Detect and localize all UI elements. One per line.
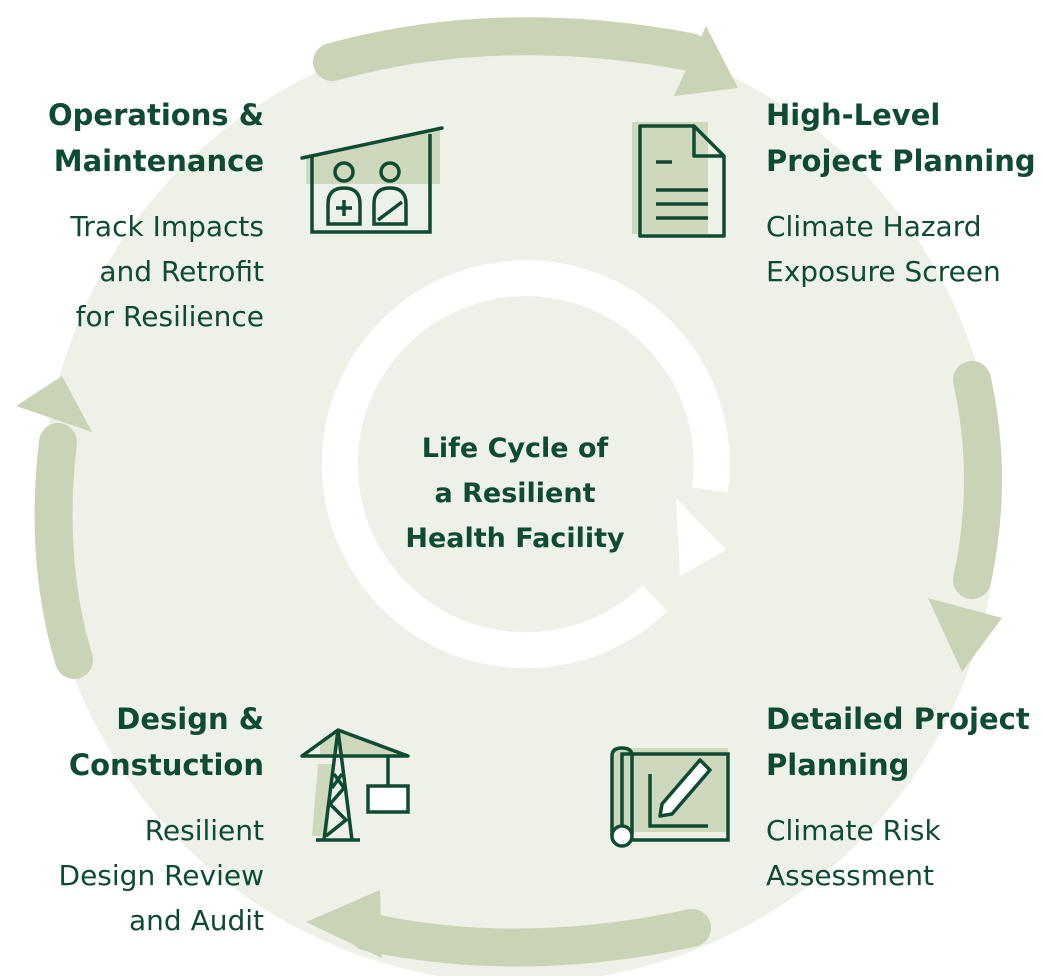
detailed-title-line-2: Planning — [766, 748, 910, 782]
outer-arrowheads — [16, 26, 1002, 958]
center-title-line-2: a Resilient — [434, 478, 596, 509]
detailed-desc-line-2: Assessment — [766, 859, 934, 892]
arrowhead-bottom — [306, 890, 382, 958]
blueprint-pencil-icon — [610, 746, 730, 848]
ops-title: Operations & Maintenance — [20, 92, 264, 184]
ops-desc-line-2: and Retrofit — [99, 255, 264, 288]
high-level-title: High-Level Project Planning — [766, 92, 1042, 184]
ops-description: Track Impacts and Retrofit for Resilienc… — [10, 204, 264, 339]
construction-crane-icon — [300, 728, 410, 842]
design-desc-line-1: Resilient — [144, 814, 264, 847]
high-level-desc-line-1: Climate Hazard — [766, 210, 982, 243]
ops-title-line-1: Operations & — [48, 98, 264, 132]
high-level-title-line-1: High-Level — [766, 98, 941, 132]
arrowhead-right — [928, 598, 1002, 672]
detailed-desc-line-1: Climate Risk — [766, 814, 941, 847]
ops-title-line-2: Maintenance — [53, 144, 264, 178]
ops-desc-line-3: for Resilience — [75, 300, 264, 333]
design-construction-title: Design & Constuction — [20, 696, 264, 788]
document-icon — [632, 122, 726, 238]
detailed-title-line-1: Detailed Project — [766, 702, 1030, 736]
arrow-top — [313, 17, 709, 81]
inner-cycle-arrow — [321, 260, 730, 669]
design-title-line-1: Design & — [116, 702, 264, 736]
arrow-bottom — [349, 909, 711, 967]
design-title-line-2: Constuction — [68, 748, 264, 782]
center-title-line-1: Life Cycle of — [421, 433, 609, 464]
outer-arrows — [34, 17, 1002, 967]
detailed-planning-title: Detailed Project Planning — [766, 696, 1042, 788]
center-title: Life Cycle of a Resilient Health Facilit… — [370, 426, 660, 561]
high-level-title-line-2: Project Planning — [766, 144, 1036, 178]
inner-arrowhead — [676, 498, 726, 576]
arrowhead-top — [674, 26, 738, 96]
center-title-line-3: Health Facility — [405, 523, 625, 554]
arrowhead-left — [16, 376, 92, 432]
design-desc-line-3: and Audit — [128, 904, 264, 937]
ops-desc-line-1: Track Impacts — [70, 210, 264, 243]
arrow-left — [34, 423, 93, 679]
background-circle — [42, 27, 998, 976]
design-construction-description: Resilient Design Review and Audit — [10, 808, 264, 943]
arrow-right — [953, 361, 1002, 599]
detailed-planning-description: Climate Risk Assessment — [766, 808, 1042, 898]
health-workers-building-icon — [300, 126, 444, 234]
high-level-desc-line-2: Exposure Screen — [766, 255, 1001, 288]
high-level-description: Climate Hazard Exposure Screen — [766, 204, 1042, 294]
design-desc-line-2: Design Review — [58, 859, 264, 892]
